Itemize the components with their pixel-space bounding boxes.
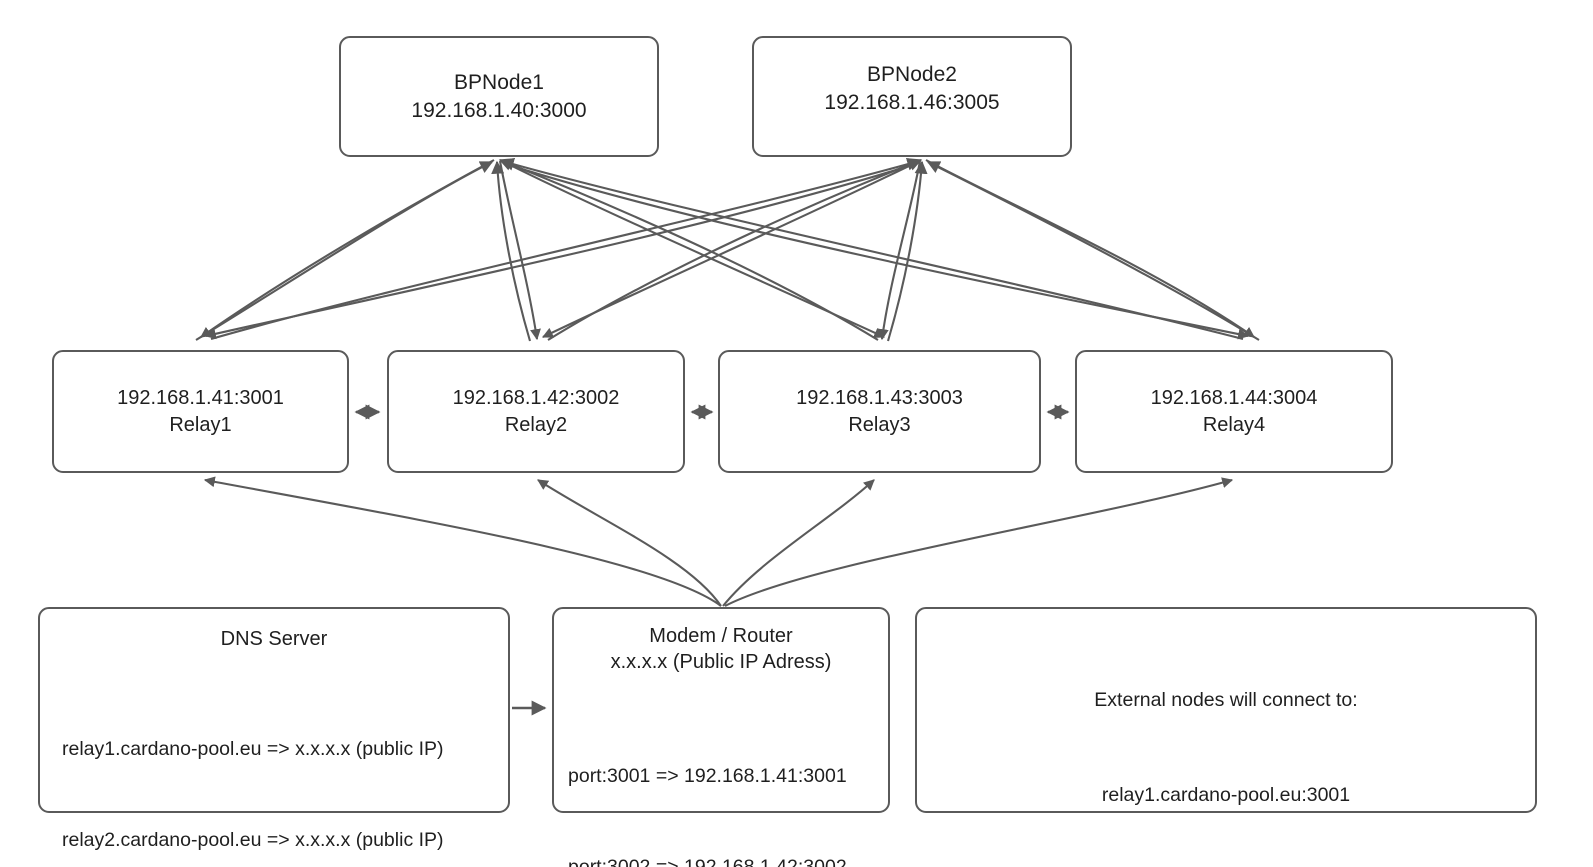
relay3-address: 192.168.1.43:3003 [796,386,963,409]
edge-bpnode1-relay2-down [498,160,541,341]
relay2-address: 192.168.1.42:3002 [452,386,620,409]
node-relay3[interactable]: 192.168.1.43:3003 Relay3 [718,350,1041,473]
external-nodes-heading: External nodes will connect to: [1094,689,1358,712]
node-bpnode1[interactable]: BPNode1 192.168.1.40:3000 [339,36,659,157]
relay1-address: 192.168.1.41:3001 [117,386,284,409]
relay4-address: 192.168.1.44:3004 [1150,386,1318,409]
node-dns-server[interactable]: DNS Server relay1.cardano-pool.eu => x.x… [38,607,510,851]
node-relay2[interactable]: 192.168.1.42:3002 Relay2 [387,350,685,473]
relay1-name: Relay1 [169,413,232,436]
edge-relay2-bpnode1-up [491,160,532,342]
node-relay1[interactable]: 192.168.1.41:3001 Relay1 [52,350,349,473]
port-forward-rule: port:3002 => 192.168.1.42:3002 [568,852,888,867]
edge-bpnode2-relay4-down [925,159,1255,338]
edge-relay3-bpnode1-up [498,158,879,341]
node-bpnode2[interactable]: BPNode2 192.168.1.46:3005 [752,36,1072,157]
edge-modem-relay3 [722,479,875,607]
bpnode1-address: 192.168.1.40:3000 [411,98,587,122]
edge-bpnode1-relay3-down [503,161,885,338]
modem-router-title: Modem / Router x.x.x.x (Public IP Adress… [554,623,888,675]
dns-server-title: DNS Server [220,628,328,650]
edge-modem-relay4 [724,477,1234,607]
external-relay-address: relay1.cardano-pool.eu:3001 [1101,783,1351,806]
relay4-name: Relay4 [1202,413,1266,436]
node-modem-router[interactable]: Modem / Router x.x.x.x (Public IP Adress… [552,607,890,867]
edge-bpnode1-relay4-down [505,162,1250,340]
modem-router-title-line1: Modem / Router [649,625,793,647]
edge-bpnode2-relay1-down [204,162,916,340]
relay2-name: Relay2 [504,413,568,436]
edge-relay2-bpnode2-up [547,158,923,341]
edge-relay1-bpnode1-up [195,161,494,341]
bpnode2-address: 192.168.1.46:3005 [824,90,1000,114]
port-forward-rule: port:3001 => 192.168.1.41:3001 [568,765,847,788]
edge-modem-relay2 [537,479,722,607]
external-nodes-lines: External nodes will connect to: relay1.c… [917,622,1535,867]
edge-relay4-bpnode1-up [500,157,1244,341]
dns-record: relay1.cardano-pool.eu => x.x.x.x (publi… [62,738,444,761]
relay3-name: Relay3 [848,413,911,436]
modem-router-port-forwards: port:3001 => 192.168.1.41:3001 port:3002… [554,701,888,867]
edge-bpnode1-relay1-down [200,159,495,338]
edge-bpnode2-relay2-down [542,161,918,338]
node-relay4[interactable]: 192.168.1.44:3004 Relay4 [1075,350,1393,473]
bpnode1-name: BPNode1 [454,70,544,94]
edge-relay3-bpnode2-up [886,160,928,342]
edge-bpnode2-relay3-down [877,160,922,341]
modem-router-public-ip: x.x.x.x (Public IP Adress) [610,651,832,673]
dns-server-records: relay1.cardano-pool.eu => x.x.x.x (publi… [40,674,508,867]
edge-relay4-bpnode2-up [926,161,1260,341]
dns-record: relay2.cardano-pool.eu => x.x.x.x (publi… [62,829,444,852]
bpnode2-name: BPNode2 [867,63,957,86]
node-external-nodes-note[interactable]: External nodes will connect to: relay1.c… [915,607,1537,813]
edge-modem-relay1 [203,476,722,607]
edge-relay1-bpnode2-up [210,157,921,341]
